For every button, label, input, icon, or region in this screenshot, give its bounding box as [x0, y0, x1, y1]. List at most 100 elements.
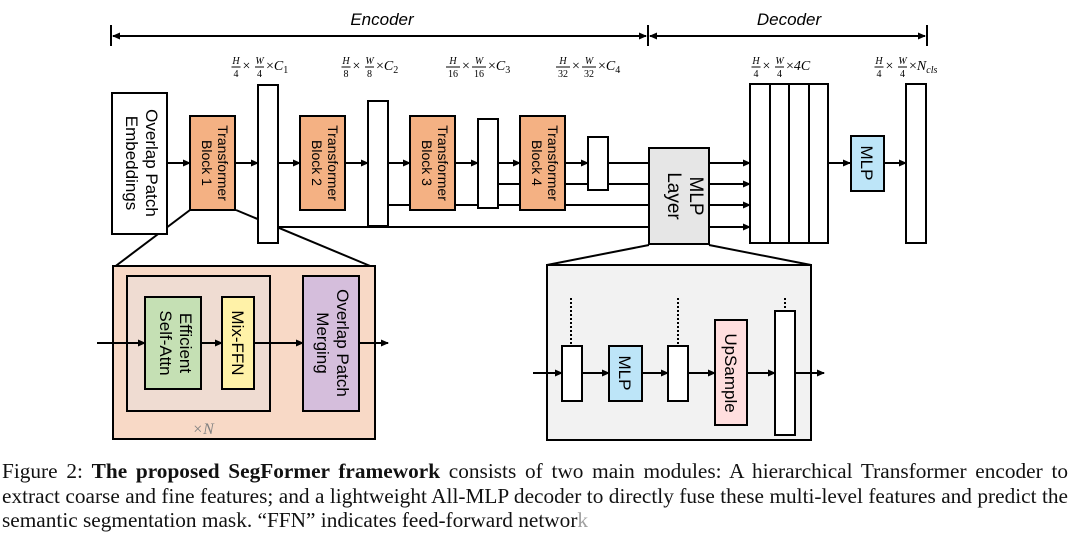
input-feature	[561, 345, 583, 402]
svg-text:H: H	[341, 56, 350, 67]
svg-text:W: W	[585, 56, 595, 67]
svg-text:Mix-FFN: Mix-FFN	[228, 310, 247, 375]
feature-shape-4: H32×W32×C4	[556, 56, 620, 80]
svg-text:8: 8	[367, 69, 372, 80]
mlp-layer-detail: MLP UpSample	[533, 264, 825, 441]
svg-text:×: ×	[462, 59, 470, 74]
svg-text:MLP: MLP	[615, 356, 634, 391]
svg-text:32: 32	[584, 69, 594, 80]
figure-caption: Figure 2: The proposed SegFormer framewo…	[2, 459, 1068, 533]
svg-text:4: 4	[234, 69, 239, 80]
svg-text:Efficient: Efficient	[176, 313, 195, 373]
svg-text:×C1: ×C1	[266, 59, 288, 76]
transformer-block-line1: Transformer	[435, 125, 451, 201]
output-shape: H 4 × W 4 ×Ncls	[874, 56, 937, 80]
svg-text:×C2: ×C2	[376, 59, 398, 76]
decoder-mlp-label: MLP	[857, 146, 876, 181]
upsample-label: UpSample	[721, 333, 740, 412]
svg-text:4: 4	[877, 69, 882, 80]
caption-text: consists of two main modules: A hierarch…	[2, 459, 1069, 532]
transformer-block-detail: Efficient Self-Attn Mix-FFN Overlap Patc…	[97, 265, 389, 440]
svg-text:×C4: ×C4	[598, 59, 620, 76]
svg-text:×4C: ×4C	[786, 59, 811, 74]
svg-text:MLP: MLP	[857, 146, 876, 181]
patch-embed-line2: Embeddings	[122, 116, 141, 211]
svg-text:4: 4	[257, 69, 262, 80]
segformer-diagram: Encoder Decoder H 4 × W 4 ×C1 H 8 × W 8 ×C2 H 16 × W 16 ×…	[97, 10, 937, 441]
detail-mlp	[608, 345, 643, 402]
concat-shape: H 4 × W 4 ×4C	[751, 56, 811, 80]
svg-text:4: 4	[777, 69, 782, 80]
svg-text:×: ×	[243, 59, 251, 74]
svg-text:×: ×	[886, 59, 894, 74]
overlap-patch-merging	[302, 275, 360, 412]
svg-text:Embeddings: Embeddings	[122, 116, 141, 211]
mix-ffn-label: Mix-FFN	[228, 310, 247, 375]
projected-feature	[667, 345, 689, 402]
svg-text:H: H	[874, 56, 883, 67]
feature-map-3	[477, 118, 499, 209]
transformer-block-line1: Transformer	[545, 125, 561, 201]
patch-merging-line1: Overlap Patch	[333, 289, 352, 397]
feature-shape-3: H 16 × W 16 ×C3	[446, 56, 510, 80]
feature-map-2	[367, 100, 389, 227]
svg-text:W: W	[775, 56, 785, 67]
svg-text:H: H	[751, 56, 760, 67]
svg-text:W: W	[898, 56, 908, 67]
mlp-layer-line1: MLP	[685, 176, 706, 215]
feature-shape-2: H8×W8×C2	[341, 56, 398, 80]
decoder-range: Decoder	[649, 10, 928, 46]
svg-text:W: W	[475, 56, 485, 67]
svg-text:Self-Attn: Self-Attn	[156, 310, 175, 375]
svg-text:×: ×	[572, 59, 580, 74]
encoder-connectors	[112, 159, 907, 269]
svg-text:×Ncls: ×Ncls	[909, 59, 937, 76]
svg-text:Layer: Layer	[663, 172, 684, 220]
transformer-block-line2: Block 1	[199, 140, 215, 186]
svg-text:Overlap Patch: Overlap Patch	[333, 289, 352, 397]
caption-title: The proposed SegFormer framework	[91, 459, 441, 483]
upsampled-feature	[774, 310, 796, 436]
caption-label: Figure 2:	[2, 459, 83, 483]
feature-shape-1: H4×W4×C1	[231, 56, 288, 80]
feature-map-1	[257, 84, 279, 244]
svg-text:MLP: MLP	[685, 176, 706, 215]
svg-text:×C3: ×C3	[488, 59, 510, 76]
svg-text:4: 4	[900, 69, 905, 80]
svg-text:8: 8	[344, 69, 349, 80]
svg-text:×: ×	[763, 59, 771, 74]
efficient-attn-line2: Self-Attn	[156, 310, 175, 375]
encoder-range: Encoder	[110, 10, 649, 46]
svg-text:UpSample: UpSample	[721, 333, 740, 412]
mlp-layer-line2: Layer	[663, 172, 684, 220]
svg-text:H: H	[231, 56, 240, 67]
svg-text:16: 16	[474, 69, 484, 80]
transformer-block-line2: Block 2	[309, 140, 325, 186]
patch-embed-line1: Overlap Patch	[142, 109, 161, 217]
transformer-block-line1: Transformer	[215, 125, 231, 201]
svg-text:16: 16	[448, 69, 458, 80]
detail-mlp-label: MLP	[615, 356, 634, 391]
efficient-attn-line1: Efficient	[176, 313, 195, 373]
mlp-layer: MLP Layer	[648, 147, 710, 245]
svg-text:H: H	[448, 56, 457, 67]
caption-watermark: k	[577, 508, 588, 532]
svg-text:W: W	[365, 56, 375, 67]
feature-maps	[257, 84, 609, 244]
transformer-block-line2: Block 3	[419, 140, 435, 186]
segmentation-output	[905, 83, 927, 244]
mix-ffn	[221, 296, 255, 390]
transformer-block-line1: Transformer	[325, 125, 341, 201]
encoder-label: Encoder	[350, 10, 415, 29]
svg-text:32: 32	[558, 69, 568, 80]
patch-merging-line2: Merging	[313, 312, 332, 373]
decoder-label: Decoder	[757, 10, 823, 29]
repeat-n-label: ×N	[192, 421, 215, 438]
overlap-patch-embeddings: Overlap Patch Embeddings	[111, 92, 168, 235]
svg-text:4: 4	[754, 69, 759, 80]
